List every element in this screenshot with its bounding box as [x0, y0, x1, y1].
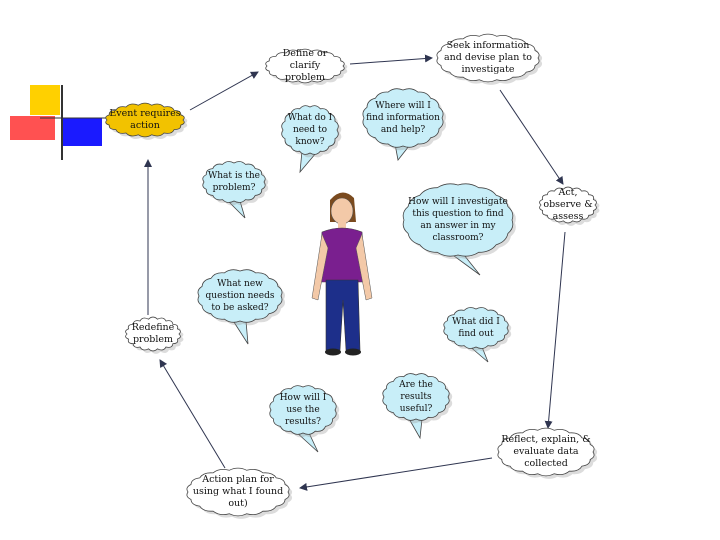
node-define-problem-shape: [265, 48, 348, 86]
bubble-how-use-results-shape: [269, 385, 340, 453]
bubble-what-did-i-find-out-label: What did I find out: [452, 317, 500, 339]
teacher-figure: [311, 192, 373, 356]
arrow-seek-to-act: [499, 89, 564, 185]
bubble-how-investigate-label: How will I investigate this question to …: [408, 197, 508, 243]
bubble-what-is-the-problem-shape: [202, 161, 269, 219]
node-reflect-explain-evaluate-shape: [497, 427, 598, 479]
arrow-actionplan-to-redefine: [159, 359, 226, 469]
node-act-observe-assess-label: Act, observe & assess: [543, 187, 593, 222]
node-event-requires-action-shape: [105, 102, 188, 140]
bubble-where-find-information-label: Where will I find information and help?: [366, 101, 440, 135]
node-act-observe-assess-shape: [539, 186, 600, 226]
node-action-plan-label: Action plan for using what I found out): [192, 474, 284, 509]
slide-decoration: [10, 85, 120, 160]
bubble-what-do-i-need-to-know-shape: [281, 105, 342, 174]
bubble-new-question-label: What new question needs to be asked?: [205, 279, 275, 313]
bubble-what-did-i-find-out-shape: [443, 307, 512, 363]
node-reflect-explain-evaluate-label: Reflect, explain, & evaluate data collec…: [501, 434, 591, 469]
bubble-where-find-information-shape: [362, 88, 447, 161]
bubble-what-is-the-problem-label: What is the problem?: [208, 171, 260, 193]
bubble-results-useful-shape: [382, 373, 453, 440]
bubble-how-investigate-shape: [402, 183, 516, 276]
node-redefine-problem-shape: [125, 316, 184, 354]
node-action-plan-shape: [186, 467, 293, 519]
arrow-event-to-define: [189, 71, 259, 111]
node-redefine-problem-label: Redefine problem: [131, 322, 175, 345]
bubble-new-question-shape: [197, 269, 286, 345]
bubble-results-useful-label: Are the results useful?: [399, 380, 433, 414]
arrow-define-to-seek: [349, 54, 433, 65]
bubble-what-do-i-need-to-know-label: What do I need to know?: [287, 113, 333, 147]
arrow-act-to-reflect: [544, 231, 566, 429]
node-seek-information-label: Seek information and devise plan to inve…: [444, 40, 532, 75]
arrow-reflect-to-actionplan: [299, 457, 493, 491]
bubble-how-use-results-label: How will I use the results?: [279, 393, 327, 427]
cycle-arrows: [144, 54, 566, 491]
node-event-requires-action-label: Event requires action: [109, 108, 181, 131]
node-seek-information-shape: [436, 33, 543, 85]
node-define-problem-label: Define or clarify problem: [282, 48, 328, 83]
